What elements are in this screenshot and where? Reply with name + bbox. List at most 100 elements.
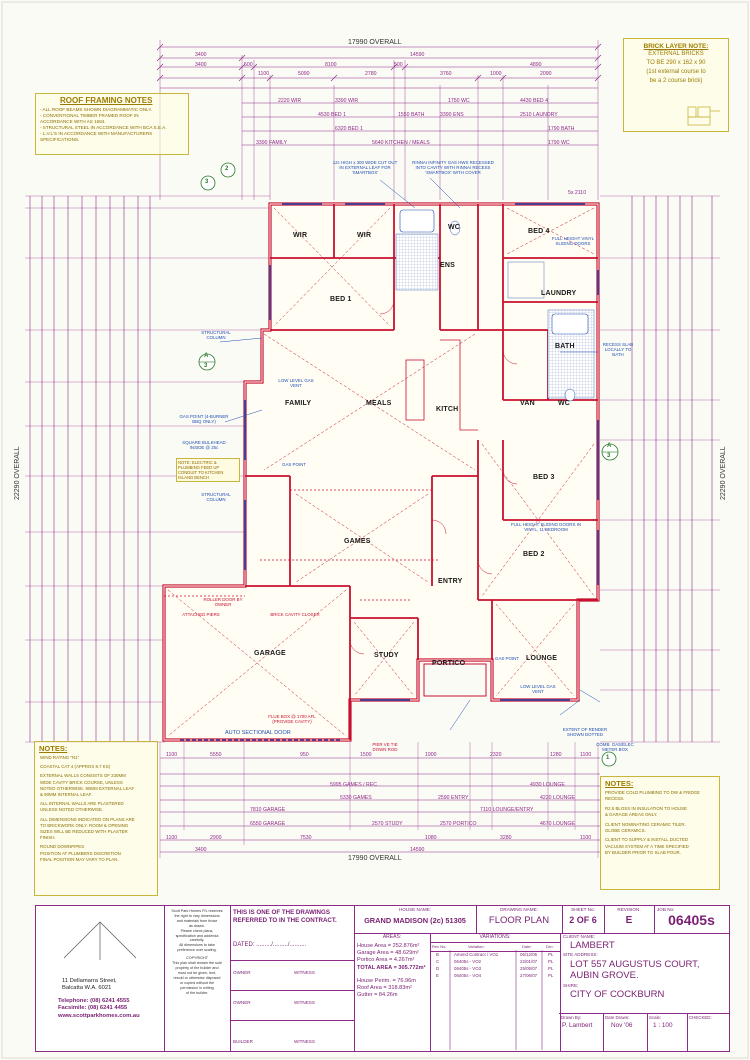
dim-study: 2570 STUDY — [372, 821, 403, 827]
roof-framing-notes: ROOF FRAMING NOTES - ALL ROOF BEAMS SHOW… — [35, 93, 189, 155]
var-header-rev: Rev No. — [432, 944, 447, 949]
job-no-label: JOB No: — [657, 907, 675, 912]
var-date: 27/06/07 — [520, 973, 538, 978]
section-3-right: 3 — [607, 453, 611, 459]
callout-low-level-gas-vent-2: LOW LEVEL GAS VENT — [520, 684, 556, 695]
dim-family: 3390 FAMILY — [256, 140, 288, 146]
revision-label: REVISION: — [617, 907, 641, 912]
roof-note-line: - ALL ROOF BEAMS SHOWN DIAGRAMMATIC ONLY… — [40, 107, 153, 112]
dim-top-2c: 8100 — [325, 62, 337, 68]
dim-top-2d: 500 — [394, 62, 403, 68]
var-rev: B — [436, 952, 439, 957]
room-wir-2: WIR — [357, 232, 372, 239]
left-note-line: WIDE CAVITY BRICK COURSE, UNLESS — [40, 779, 123, 785]
areas-label: AREAS: — [382, 934, 402, 940]
company-address-2: Balcatta W.A. 6021 — [62, 985, 112, 991]
right-note-line: GLOBE CERAMICS. — [605, 828, 646, 834]
callout-doors-bed2: FULL HEIGHT SLIDING DOORS IN VINYL, 11 B… — [510, 522, 582, 533]
grid-label-2: 2 — [225, 166, 229, 172]
leader-lines — [219, 177, 601, 731]
room-study: STUDY — [374, 652, 399, 659]
section-marker-a3-right — [601, 443, 619, 461]
client-name-label: CLIENT NAME: — [563, 934, 596, 939]
shire-label: SHIRE: — [563, 983, 579, 988]
callout-gas-point-2: GAS POINT — [495, 656, 519, 661]
room-wir-1: WIR — [293, 232, 308, 239]
dim-lounge-3: 4670 LOUNGE — [540, 821, 575, 827]
dated-label: DATED: ........./........./.......... — [233, 942, 307, 948]
overall-width-top: 17990 OVERALL — [348, 39, 402, 46]
variations-grid — [449, 950, 543, 1050]
grid-bubble-2 — [220, 162, 236, 178]
contract-section: THIS IS ONE OF THE DRAWINGS REFERRED TO … — [230, 906, 355, 1051]
left-note-line: FINISH. — [40, 835, 56, 841]
house-name: GRAND MADISON (2c) 51305 — [364, 916, 466, 925]
blurb-line: resold or otherwise disposed — [173, 975, 221, 980]
grid-bubble-1 — [601, 751, 617, 767]
var-drn: PL — [548, 973, 554, 978]
left-note-line: TO BRICKWORK ONLY. ROOM & OPENING — [40, 822, 129, 828]
blurb-line: of the builder. — [185, 990, 209, 995]
left-notes-title: NOTES: — [39, 744, 68, 753]
drawing-name: FLOOR PLAN — [488, 915, 550, 926]
house-area: House Area = 252.876m² — [357, 943, 420, 949]
dim-bot-6f: 1100 — [580, 835, 592, 841]
dim-games-rec: 5995 GAMES / REC — [330, 782, 377, 788]
scale: 1 : 100 — [653, 1022, 673, 1029]
sign-witness-3: WITNESS — [294, 1039, 315, 1044]
areas-section: AREAS: House Area = 252.876m² Garage Are… — [354, 933, 431, 1051]
room-bath: BATH — [555, 343, 575, 350]
dim-top-2a: 3400 — [195, 62, 207, 68]
right-note-line: R2.5 BLOSS IN INSULATION TO HOUSE — [605, 805, 687, 811]
callout-smartbox: 12c HIGH x 300 WIDE CUT OUT IN EXTERNAL … — [332, 160, 398, 176]
dim-lounge-2: 4220 LOUNGE — [540, 795, 575, 801]
dim-bot-6c: 7530 — [300, 835, 312, 841]
company-address-1: 11 Dellamarra Street, — [62, 978, 117, 984]
roof-note-line: - L.V.L's IN ACCORDANCE WITH MANUFACTURE… — [40, 131, 153, 136]
var-drn: PL — [548, 952, 554, 957]
variations-section: VARIATIONS: Rev No. Variation: Date: Drn… — [430, 933, 561, 1051]
left-note-line: COASTAL CAT 4 (approx 8.7 Ks) — [40, 764, 111, 770]
dim-wc-top: 1750 WC — [448, 98, 470, 104]
blurb-line: or copied without the — [179, 980, 215, 985]
dim-games: 5330 GAMES — [340, 795, 372, 801]
blurb-line: specification and addenda — [175, 933, 219, 938]
blurb-line: permission in writing — [180, 985, 214, 990]
grid-bubble-3 — [200, 175, 216, 191]
right-dimension-lines — [600, 195, 720, 743]
var-desc: Amend Contract / VO1 — [454, 952, 499, 957]
site-address-label: SITE ADDRESS: — [563, 952, 598, 957]
room-portico: PORTICO — [432, 660, 466, 667]
client-name: LAMBERT — [570, 940, 615, 951]
drawing-name-label: DRAWING NAME: — [500, 907, 538, 912]
right-note-line: & GARAGE AREAS ONLY. — [605, 812, 658, 818]
variations-label: VARIATIONS: — [479, 934, 511, 940]
left-note-line: ROUND DOWNPIPES — [40, 844, 85, 850]
left-note-line: WIND RATING "N1" — [40, 755, 80, 760]
callout-low-level-gas-vent-1: LOW LEVEL GAS VENT — [278, 378, 314, 389]
roof-framing-title: ROOF FRAMING NOTES — [60, 96, 153, 105]
company-website: www.scottparkhomes.com.au — [58, 1012, 140, 1019]
dim-bed1-a: 4530 BED 1 — [318, 112, 346, 118]
right-note-line: CLIENT NOMINATING CERAMIC TILER. — [605, 821, 686, 827]
sign-row-3: BUILDER WITNESS — [230, 1020, 354, 1052]
brick-note-line-3: (1st external course to — [646, 69, 706, 75]
room-meals: MEALS — [366, 400, 392, 407]
sign-owner-1: OWNER — [233, 970, 251, 975]
dim-right-top: 5x 2110 — [568, 190, 587, 196]
var-drn: PL — [548, 959, 554, 964]
dim-top-3d: 3760 — [440, 71, 452, 77]
shire: CITY OF COCKBURN — [570, 989, 665, 1000]
blurb-line: must not be given, lent, — [177, 970, 217, 975]
roof-note-line: SPECIFICATIONS. — [40, 137, 80, 142]
dim-bot-1e: 1900 — [425, 752, 437, 758]
room-family: FAMILY — [285, 400, 312, 407]
left-note-line: SIZES WILL BE REDUCED WITH PLASTER — [40, 829, 128, 835]
brick-layer-note: BRICK LAYER NOTE: EXTERNAL BRICKS TO BE … — [623, 38, 729, 132]
overall-depth-left: 22290 OVERALL — [14, 446, 21, 500]
date-drawn: Nov '06 — [611, 1022, 633, 1029]
roof-note-line: - CONVENTIONAL TIMBER FRAMED ROOF IN — [40, 113, 139, 118]
callout-gas-point: GAS POINT — [282, 462, 306, 467]
var-date: 06/12/06 — [520, 952, 538, 957]
dim-top-2b: 500 — [244, 62, 253, 68]
